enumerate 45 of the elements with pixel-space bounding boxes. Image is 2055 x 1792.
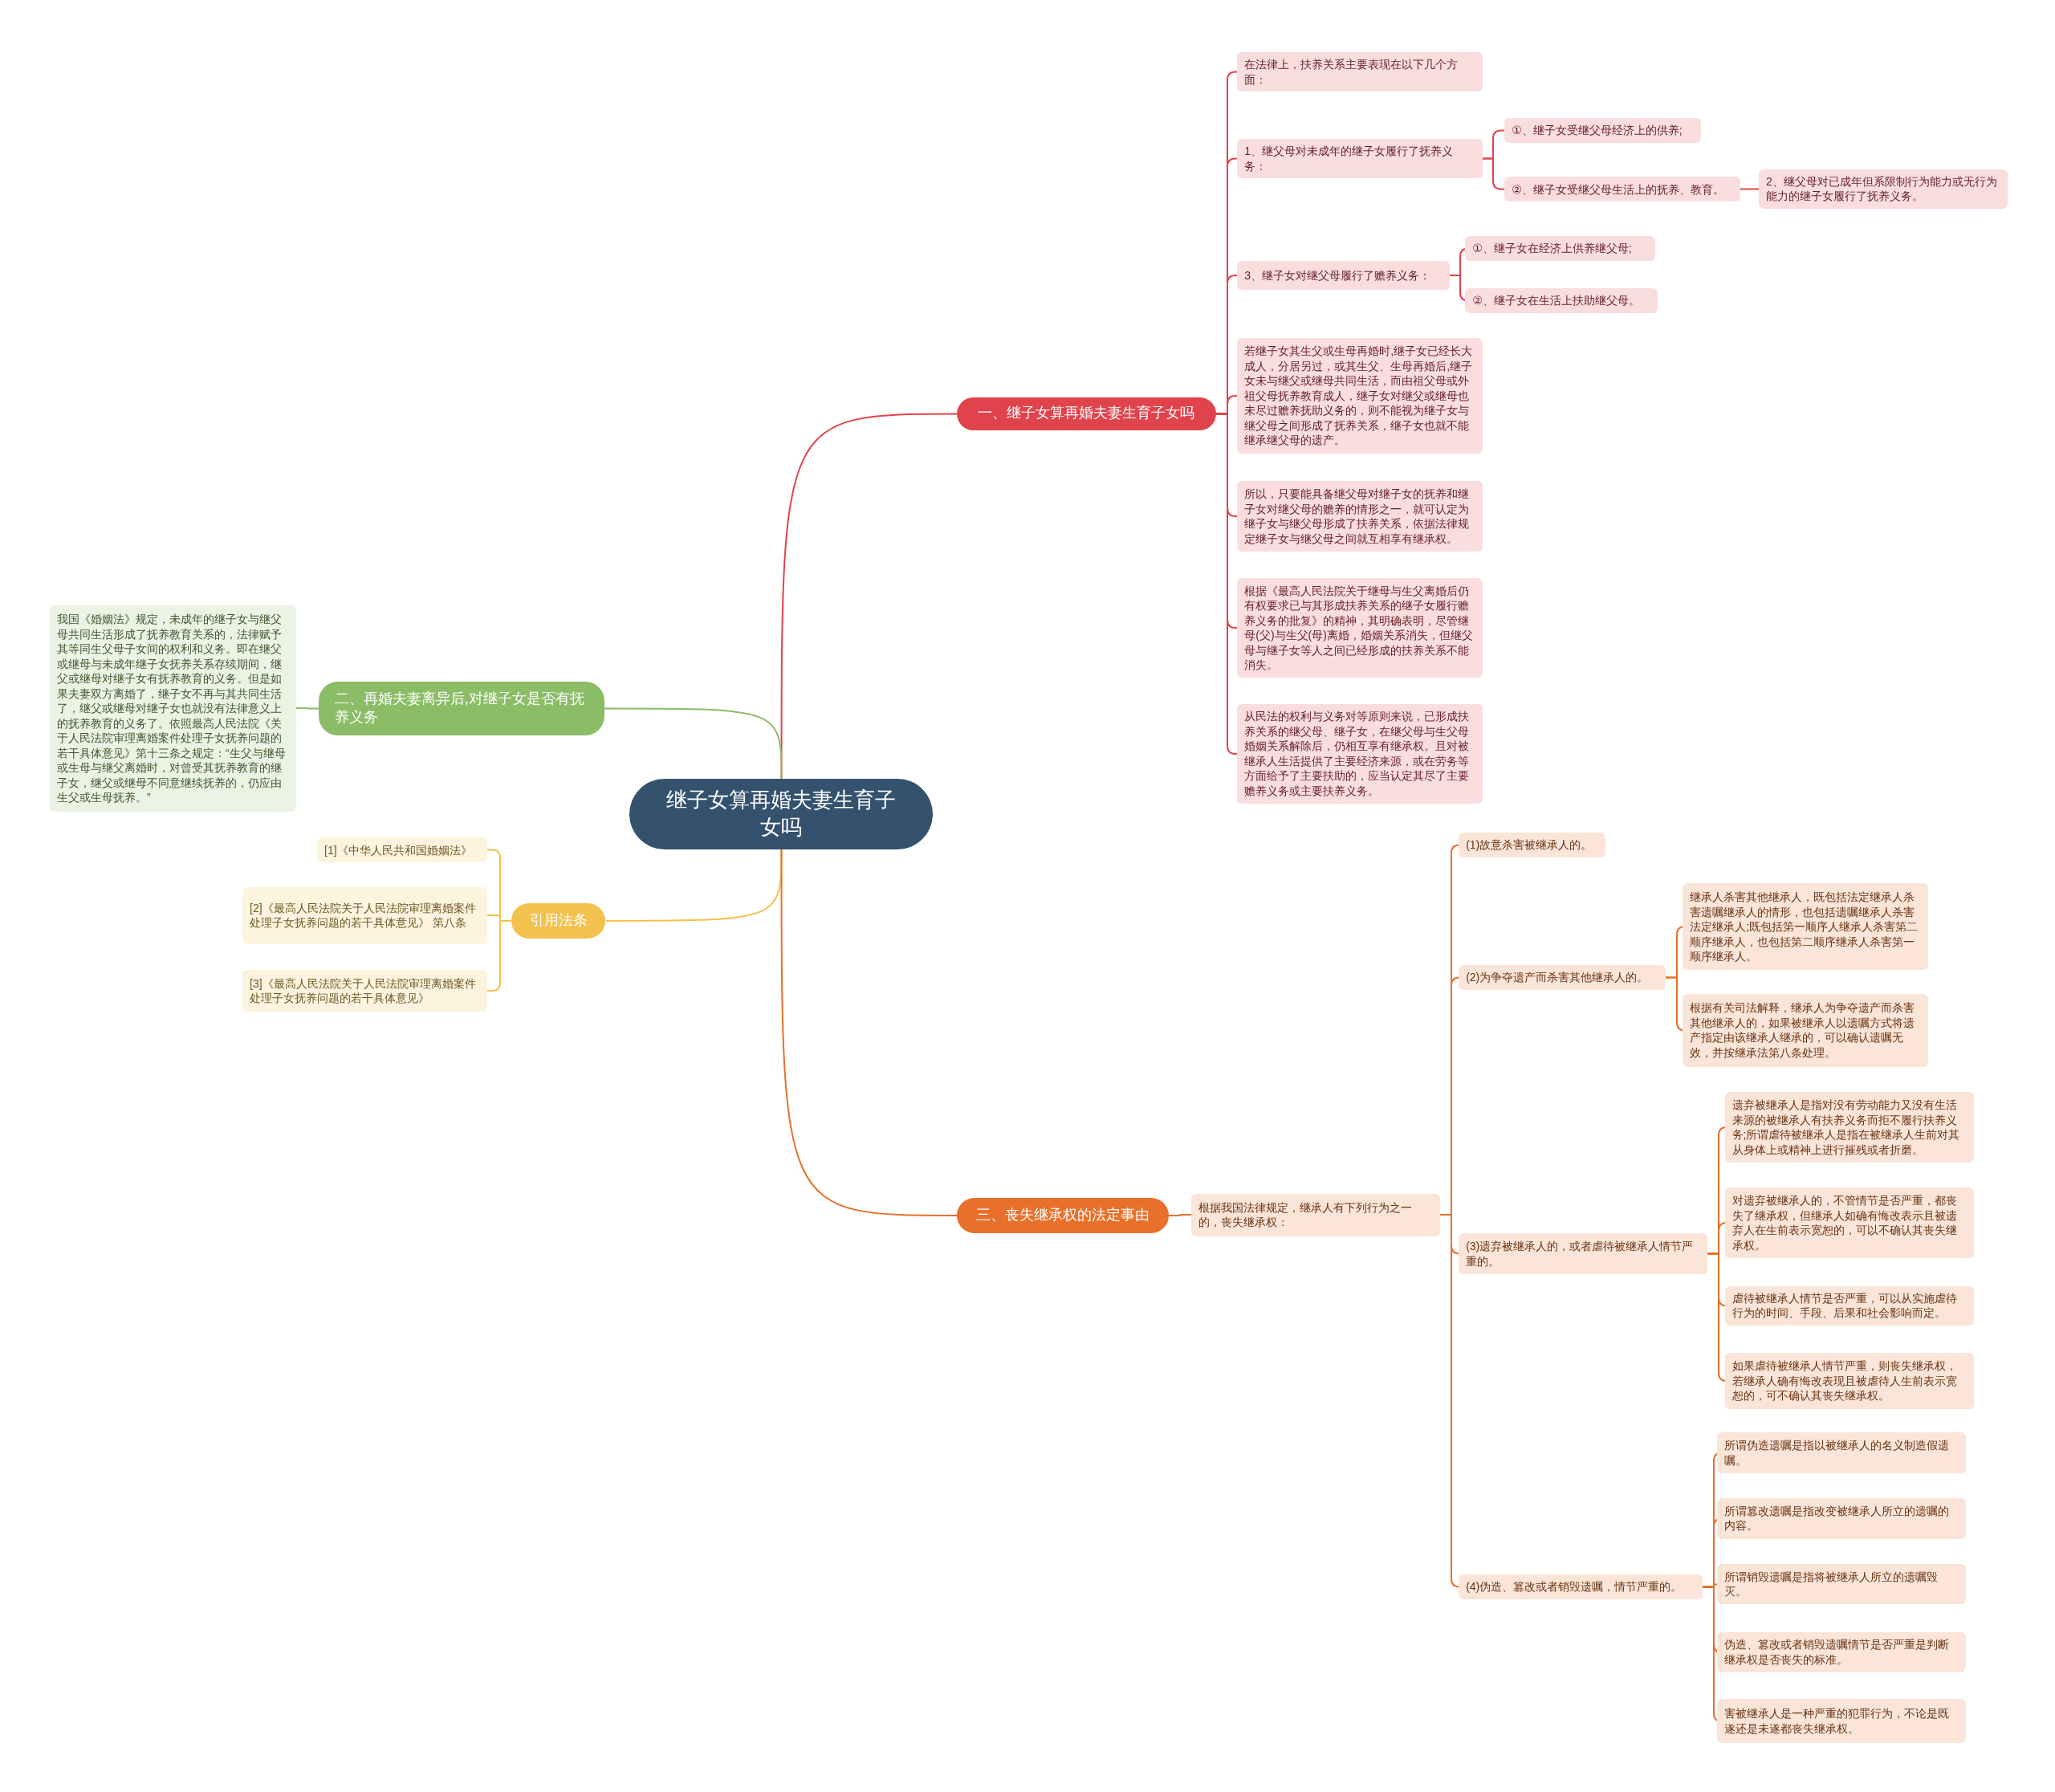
- subtopic-box: 伪造、篡改或者销毁遗嘱情节是否严重是判断继承权是否丧失的标准。: [1716, 1631, 1966, 1673]
- subtopic-box: (2)为争夺遗产而杀害其他继承人的。: [1459, 964, 1666, 990]
- connector-line: [780, 413, 958, 780]
- connector-line: [780, 849, 958, 1216]
- branch-topic: 一、继子女算再婚夫妻生育子女吗: [956, 397, 1217, 430]
- subtopic-box: (1)故意杀害被继承人的。: [1459, 832, 1605, 857]
- subtopic-box: 如果虐待被继承人情节严重，则丧失继承权，若继承人确有悔改表现且被虐待人生前表示宽恕的，可不确认其丧失继承权。: [1724, 1352, 1974, 1410]
- central-topic: 继子女算再婚夫妻生育子女吗: [629, 778, 934, 849]
- subtopic-box: (3)遗弃被继承人的，或者虐待被继承人情节严重的。: [1459, 1233, 1708, 1274]
- subtopic-box: 所以，只要能具备继父母对继子女的抚养和继子女对继父母的赡养的情形之一，就可认定为继子女与继父母形成了扶养关系，依据法律规定继子女与继父母之间就互相享有继承权。: [1237, 481, 1483, 552]
- branch-topic: 二、再婚夫妻离异后,对继子女是否有抚养义务: [318, 681, 604, 735]
- connector-line: [604, 707, 783, 780]
- subtopic-box: 根据有关司法解释，继承人为争夺遗产而杀害其他继承人的，如果被继承人以遗嘱方式将遗产指定由该继承人继承的，可以确认遗嘱无效，并按继承法第八条处理。: [1683, 993, 1928, 1067]
- connector-line: [1481, 157, 1505, 190]
- connector-line: [295, 707, 319, 710]
- subtopic-box: 3、继子女对继父母履行了赡养义务：: [1237, 260, 1450, 290]
- subtopic-box: 害被继承人是一种严重的犯罪行为，不论是既遂还是未遂都丧失继承权。: [1716, 1698, 1966, 1744]
- subtopic-box: [1]《中华人民共和国婚姻法》: [317, 837, 488, 863]
- subtopic-box: ②、继子女在生活上扶助继父母。: [1465, 288, 1658, 314]
- subtopic-box: 我国《婚姻法》规定，未成年的继子女与继父母共同生活形成了抚养教育关系的，法律赋予其等同生父母子女间的权利和义务。即在继父或继母与未成年继子女抚养关系存续期间，继父或继母对继子女有抚养教育的义务。但是如果夫妻双方离婚了，继子女不再与其共同生活了，继父或继母对继子女也就没有法律意义上的抚养教育的义务了。依照最高人民法院《关于人民法院审理离婚案件处理子女抚养问题的若干具体意见》第十三条之规定：“生父与继母或生母与继父离婚时，对曾受其抚养教育的继子女，继父或继母不同意继续抚养的，仍应由生父或生母抚养。”: [50, 605, 296, 812]
- subtopic-box: 2、继父母对已成年但系限制行为能力或无行为能力的继子女履行了抚养义务。: [1759, 169, 2008, 209]
- subtopic-box: [2]《最高人民法院关于人民法院审理离婚案件处理子女抚养问题的若干具体意见》 第八条: [242, 887, 488, 944]
- subtopic-box: 所谓篡改遗嘱是指改变被继承人所立的遗嘱的内容。: [1716, 1498, 1966, 1539]
- branch-topic: 三、丧失继承权的法定事由: [956, 1198, 1170, 1234]
- subtopic-box: 根据我国法律规定，继承人有下列行为之一的，丧失继承权：: [1191, 1194, 1441, 1236]
- subtopic-box: ①、继子女在经济上供养继父母;: [1465, 235, 1656, 261]
- subtopic-box: 遗弃被继承人是指对没有劳动能力又没有生活来源的被继承人有扶养义务而拒不履行扶养义务;所谓虐待被继承人是指在被继承人生前对其从身体上或精神上进行摧残或者折磨。: [1724, 1092, 1974, 1163]
- subtopic-box: 根据《最高人民法院关于继母与生父离婚后仍有权要求已与其形成扶养关系的继子女履行赡养义务的批复》的精神，其明确表明，尽管继母(父)与生父(母)离婚，婚姻关系消失，但继父母与继子女等人之间已经形成的扶养关系不能消失。: [1237, 578, 1483, 678]
- subtopic-box: 从民法的权利与义务对等原则来说，已形成扶养关系的继父母、继子女，在继父母与生父母婚姻关系解除后，仍相互享有继承权。且对被继承人生活提供了主要经济来源，或在劳务等方面给予了主要扶助的，应当认定其尽了主要赡养义务或主要扶养义务。: [1237, 703, 1483, 804]
- connector-line: [1740, 188, 1760, 190]
- subtopic-box: 在法律上，扶养关系主要表现在以下几个方面：: [1237, 52, 1483, 92]
- subtopic-box: 所谓伪造遗嘱是指以被继承人的名义制造假遗嘱。: [1716, 1432, 1966, 1474]
- subtopic-box: 若继子女其生父或生母再婚时,继子女已经长大成人，分居另过，或其生父、生母再婚后,继子女未与继父或继母共同生活，而由祖父母或外祖父母抚养教育成人，继子女对继父或继母也未尽过赡养抚助义务的，则不能视为继子女与继父母之间形成了抚养关系，继子女也就不能继承继父母的遗产。: [1237, 338, 1483, 454]
- subtopic-box: (4)伪造、篡改或者销毁遗嘱，情节严重的。: [1459, 1574, 1703, 1599]
- subtopic-box: ②、继子女受继父母生活上的抚养、教育。: [1504, 177, 1741, 202]
- connector-line: [1168, 1214, 1192, 1216]
- subtopic-box: 继承人杀害其他继承人，既包括法定继承人杀害遗嘱继承人的情形，也包括遗嘱继承人杀害法定继承人;既包括第一顺序人继承人杀害第二顺序继承人，也包括第二顺序继承人杀害第一顺序继承人。: [1683, 883, 1928, 971]
- subtopic-box: 所谓销毁遗嘱是指将被继承人所立的遗嘱毁灭。: [1716, 1563, 1966, 1605]
- connector-line: [605, 849, 783, 922]
- branch-topic: 引用法条: [511, 902, 606, 939]
- subtopic-box: 对遗弃被继承人的，不管情节是否严重，都丧失了继承权，但继承人如确有悔改表示且被遗弃人在生前表示宽恕的，可以不确认其丧失继承权。: [1724, 1187, 1974, 1259]
- subtopic-box: [3]《最高人民法院关于人民法院审理离婚案件处理子女抚养问题的若干具体意见》: [242, 970, 488, 1012]
- subtopic-box: 虐待被继承人情节是否严重，可以从实施虐待行为的时间、手段、后果和社会影响而定。: [1724, 1285, 1974, 1326]
- subtopic-box: ①、继子女受继父母经济上的供养;: [1504, 117, 1702, 143]
- subtopic-box: 1、继父母对未成年的继子女履行了抚养义务：: [1237, 139, 1483, 178]
